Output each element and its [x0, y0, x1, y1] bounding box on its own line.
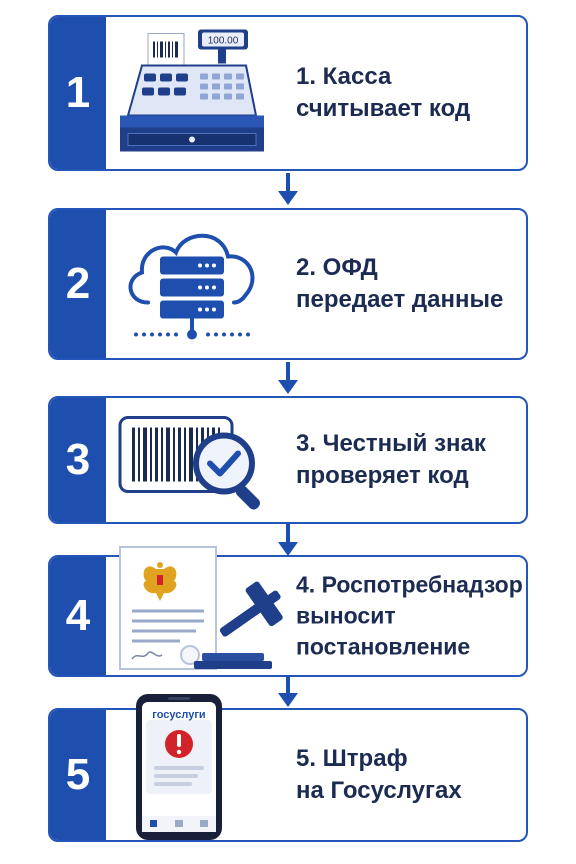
step-3-line-1: 3. Честный знак [296, 430, 486, 457]
step-5-line-1: 5. Штраф [296, 745, 408, 772]
step-number-3: 3 [50, 398, 106, 522]
step-1-line-2: считывает код [296, 95, 471, 122]
step-4-text: 4. Роспотребнадзор выносит постановление [296, 570, 523, 663]
step-4-card: 4 4. Роспотребнадзор выносит [48, 546, 528, 677]
step-5-line-2: на Госуслугах [296, 777, 462, 804]
register-display: 100.00 [208, 36, 239, 47]
step-4-line-3: постановление [296, 633, 471, 660]
step-5-text: 5. Штраф на Госуслугах [296, 743, 520, 807]
step-2-line-2: передает данные [296, 286, 504, 313]
coat-of-arms-icon [143, 562, 177, 601]
step-3-text: 3. Честный знак проверяет код [296, 428, 520, 492]
phone-alert-icon: госуслуги [134, 692, 224, 847]
step-2-card: 2 2. ОФД передает данные [48, 208, 528, 360]
step-number-2: 2 [50, 210, 106, 358]
document-gavel-icon [116, 543, 296, 678]
arrow-down-icon [276, 675, 300, 714]
step-1-text: 1. Касса считывает код [296, 61, 520, 125]
step-4-line-2: выносит [296, 602, 396, 629]
cloud-server-icon [118, 217, 268, 352]
step-3-line-2: проверяет код [296, 462, 469, 489]
barcode-check-icon [116, 402, 276, 519]
step-number-1: 1 [50, 17, 106, 169]
step-2-line-1: 2. ОФД [296, 254, 378, 281]
cash-register-icon: 100.00 [114, 26, 264, 161]
arrow-down-icon [276, 524, 300, 563]
step-5-card: 5 госуслуги 5. Штраф на Госуслугах [48, 694, 528, 842]
step-number-5: 5 [50, 710, 106, 840]
arrow-down-icon [276, 173, 300, 212]
step-number-4: 4 [50, 557, 106, 675]
arrow-down-icon [276, 362, 300, 401]
step-4-line-1: 4. Роспотребнадзор [296, 571, 523, 598]
step-1-card: 1 100.00 [48, 15, 528, 171]
gosuslugi-logo: госуслуги [152, 709, 206, 721]
step-1-line-1: 1. Касса [296, 63, 392, 90]
step-3-card: 3 3. Честный знак проверяет код [48, 396, 528, 524]
step-2-text: 2. ОФД передает данные [296, 252, 520, 316]
